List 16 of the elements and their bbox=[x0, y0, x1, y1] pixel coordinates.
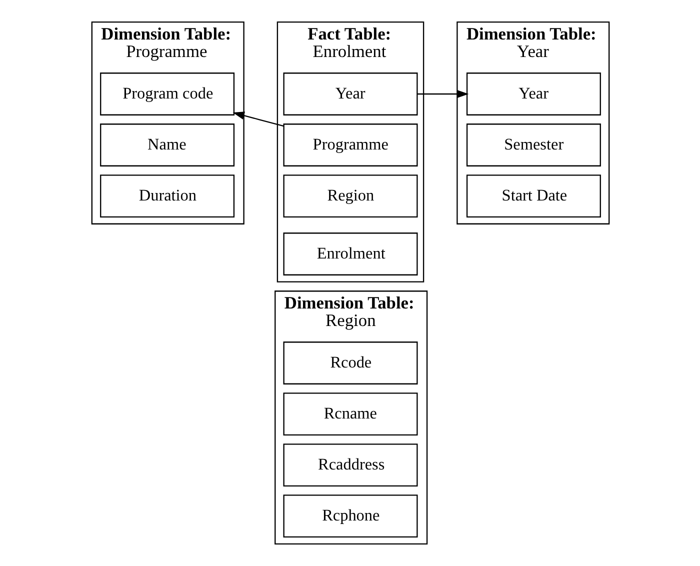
arrow bbox=[416, 90, 468, 98]
node-box: Rcname bbox=[282, 392, 418, 436]
node-box: Rcphone bbox=[282, 494, 418, 538]
node-box: Start Date bbox=[466, 174, 600, 218]
node-box: Year bbox=[282, 72, 418, 116]
node-box: Program code bbox=[100, 72, 234, 116]
node-box: Semester bbox=[466, 124, 600, 166]
node-box: Year bbox=[466, 72, 600, 116]
arrow bbox=[232, 112, 284, 127]
node-box: Enrolment bbox=[282, 232, 418, 276]
node-box: Region bbox=[282, 174, 418, 218]
node-box: Duration bbox=[100, 174, 234, 218]
node-box: Rcaddress bbox=[282, 444, 418, 486]
node-box: Name bbox=[100, 124, 234, 166]
node-box: Programme bbox=[282, 124, 418, 166]
node-box: Rcode bbox=[282, 342, 418, 384]
